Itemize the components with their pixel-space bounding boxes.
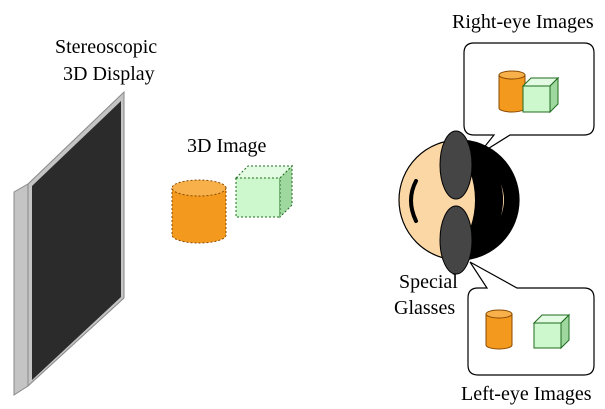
cylinder-icon: [171, 179, 227, 244]
cube-icon: [234, 164, 294, 219]
display-label-line2: 3D Display: [63, 63, 155, 85]
head-icon: [398, 139, 520, 261]
image-3d-label: 3D Image: [187, 135, 267, 157]
glasses-label-line2: Glasses: [394, 297, 456, 319]
left-eye-label: Left-eye Images: [461, 383, 592, 405]
right-eye-label: Right-eye Images: [452, 11, 594, 33]
glasses-label-line1: Special: [399, 271, 458, 293]
display-label-line1: Stereoscopic: [55, 36, 158, 58]
stereoscopic-display-icon: [13, 90, 125, 396]
glasses-icon: [439, 130, 473, 275]
left-eye-speech-bubble-icon: [467, 261, 595, 376]
right-eye-speech-bubble-icon: [463, 42, 595, 156]
